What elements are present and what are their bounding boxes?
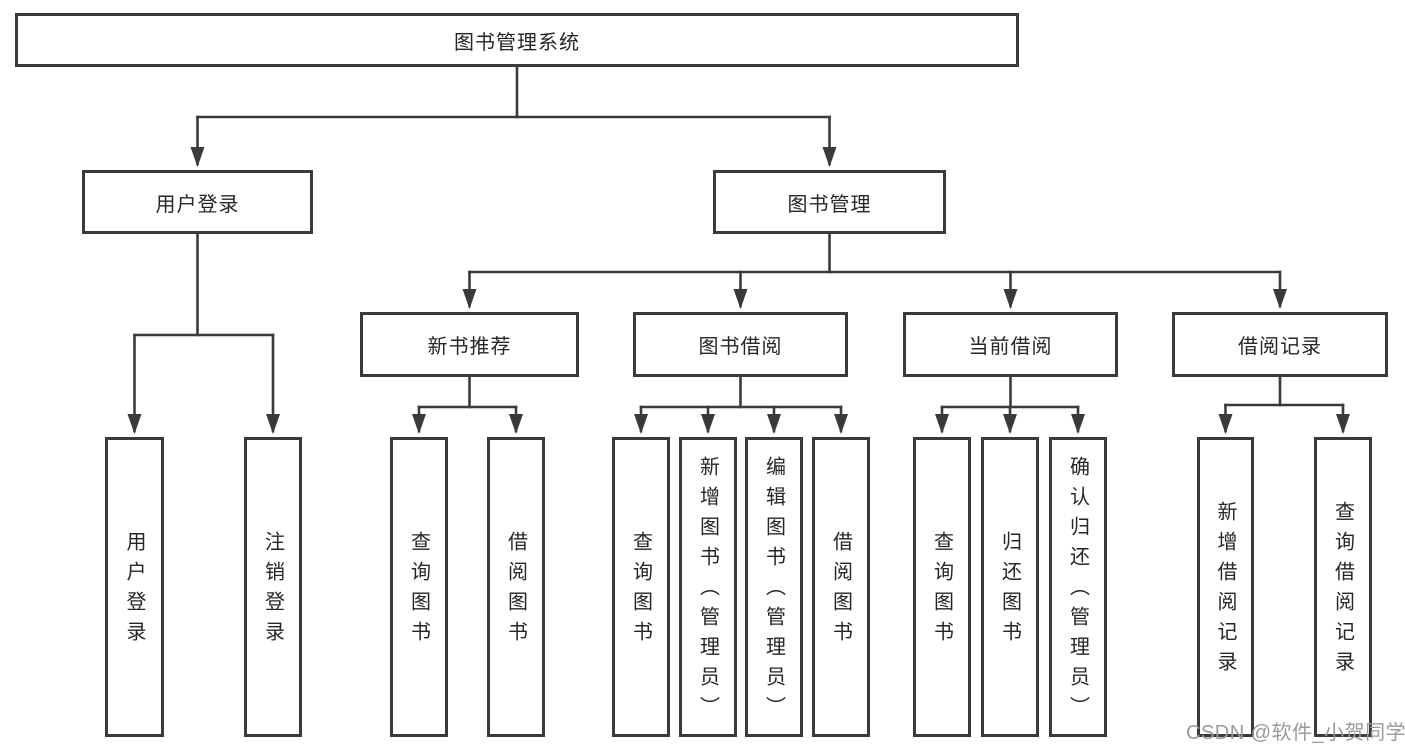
leaf-edit-book-admin: 编辑图书（管理员） (745, 437, 803, 737)
edges-borrow-record-children (1218, 373, 1350, 434)
edges-book-mgmt-children (462, 231, 1287, 309)
leaf-query-borrow-record: 查询借阅记录 (1314, 437, 1372, 737)
node-book-borrowing: 图书借阅 (633, 312, 848, 377)
leaf-query-book-recommend: 查询图书 (390, 437, 448, 737)
node-current-borrowing: 当前借阅 (903, 312, 1118, 377)
leaf-borrow-book-borrowing: 借阅图书 (812, 437, 870, 737)
leaf-query-book-current: 查询图书 (913, 437, 971, 737)
leaf-borrow-book-recommend: 借阅图书 (487, 437, 545, 737)
leaf-add-book-admin: 新增图书（管理员） (679, 437, 737, 737)
csdn-watermark: CSDN @软件_小贺同学 (1186, 722, 1405, 744)
leaf-user-login: 用户登录 (105, 437, 164, 737)
node-user-login: 用户登录 (82, 170, 313, 234)
node-book-management: 图书管理 (713, 170, 946, 234)
leaf-query-book-borrowing: 查询图书 (612, 437, 670, 737)
leaf-return-book: 归还图书 (981, 437, 1039, 737)
edges-root-to-level2 (190, 65, 837, 167)
edges-book-borrow-children (634, 373, 848, 434)
edges-new-book-rec-children (412, 373, 523, 434)
edges-user-login-children (127, 231, 280, 434)
edges-current-borrow-children (935, 373, 1085, 434)
leaf-confirm-return-admin: 确认归还（管理员） (1049, 437, 1107, 737)
leaf-add-borrow-record: 新增借阅记录 (1197, 437, 1254, 737)
node-new-book-recommend: 新书推荐 (360, 312, 579, 377)
node-borrowing-records: 借阅记录 (1172, 312, 1388, 377)
node-root-system: 图书管理系统 (15, 13, 1019, 67)
leaf-logout: 注销登录 (244, 437, 302, 737)
